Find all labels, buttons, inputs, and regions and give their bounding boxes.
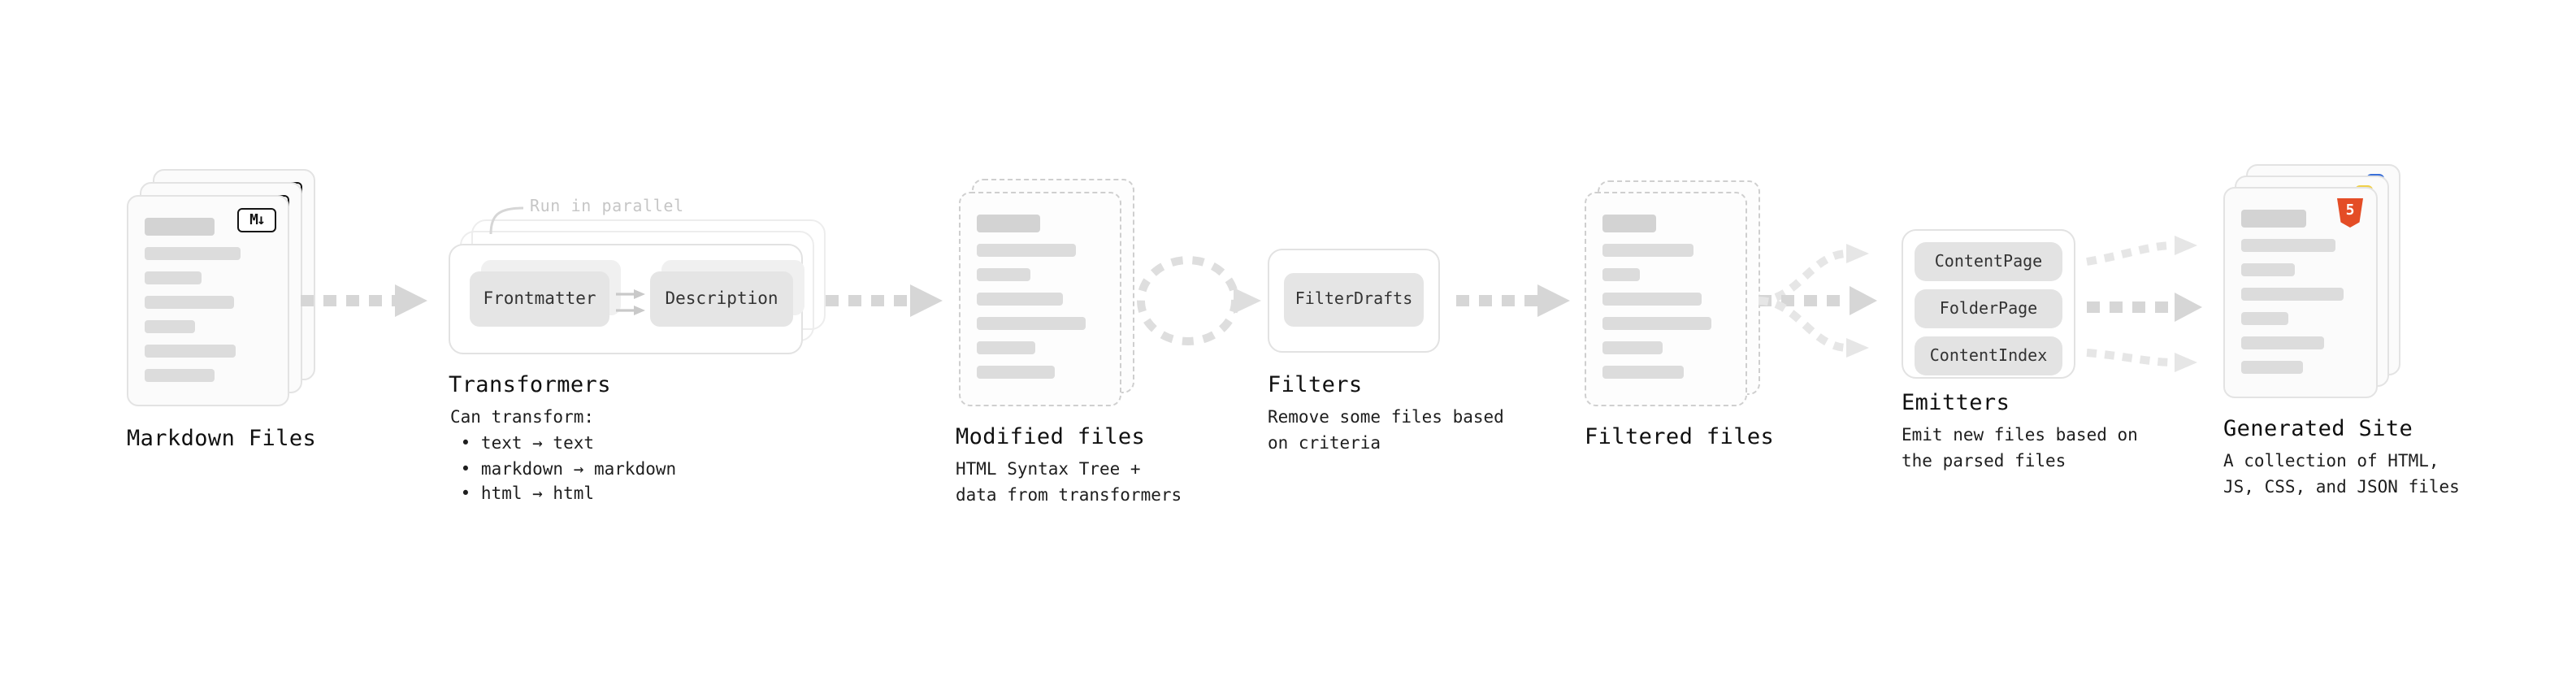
text-line-bar bbox=[145, 320, 196, 333]
text-line-bar bbox=[145, 247, 241, 260]
text-line-bar bbox=[145, 218, 215, 236]
text-line-bar bbox=[1602, 366, 1684, 379]
text-line-bar bbox=[2241, 263, 2295, 276]
doc-text-lines bbox=[128, 197, 288, 398]
text-line-bar bbox=[1602, 215, 1656, 232]
emitter-contentpage-chip: ContentPage bbox=[1915, 242, 2062, 281]
stage-title-emitters: Emitters bbox=[1902, 390, 2010, 416]
text-line-bar bbox=[977, 244, 1076, 257]
stage-desc-emitters: Emit new files based on the parsed files bbox=[1902, 426, 2138, 471]
text-line-bar bbox=[2241, 361, 2303, 374]
text-line-bar bbox=[1602, 268, 1641, 281]
doc-text-lines bbox=[961, 193, 1120, 395]
filter-drafts-chip: FilterDrafts bbox=[1284, 273, 1424, 327]
arrow-filters-to-filtered bbox=[1456, 284, 1570, 317]
text-line-bar bbox=[145, 271, 202, 284]
text-line-bar bbox=[977, 268, 1030, 281]
emitter-folderpage-chip: FolderPage bbox=[1915, 289, 2062, 328]
text-line-bar bbox=[977, 317, 1086, 330]
text-line-bar bbox=[145, 296, 234, 309]
transform-flow-arrows-icon bbox=[616, 289, 645, 315]
text-line-bar bbox=[1602, 244, 1694, 257]
arrow-markdown-to-transformers bbox=[301, 284, 427, 317]
arrows-emitters-to-site bbox=[2086, 236, 2202, 372]
stage-desc-transformers: Can transform: • text → text • markdown … bbox=[450, 408, 677, 505]
modified-doc-card bbox=[959, 192, 1121, 406]
stage-title-modified-files: Modified files bbox=[956, 424, 1146, 450]
text-line-bar bbox=[145, 369, 215, 382]
text-line-bar bbox=[1602, 341, 1663, 354]
stage-title-filters: Filters bbox=[1268, 372, 1363, 398]
arrows-filtered-to-emitters bbox=[1758, 244, 1877, 358]
transformer-description-chip: Description bbox=[650, 271, 793, 327]
annotation-leader-line bbox=[489, 206, 524, 235]
text-line-bar bbox=[2241, 239, 2336, 252]
doc-text-lines bbox=[2225, 189, 2376, 390]
text-line-bar bbox=[1602, 317, 1712, 330]
transformer-frontmatter-chip: Frontmatter bbox=[470, 271, 609, 327]
stage-title-transformers: Transformers bbox=[449, 372, 611, 398]
arrow-transformers-to-modified bbox=[826, 284, 943, 317]
text-line-bar bbox=[977, 341, 1035, 354]
run-in-parallel-label: Run in parallel bbox=[530, 198, 684, 216]
doc-text-lines bbox=[1586, 193, 1746, 395]
markdown-doc-card: M↓ bbox=[127, 195, 289, 406]
stage-title-filtered-files: Filtered files bbox=[1585, 424, 1775, 450]
text-line-bar bbox=[977, 293, 1064, 306]
text-line-bar bbox=[1602, 293, 1702, 306]
filtered-doc-card bbox=[1585, 192, 1747, 406]
text-line-bar bbox=[2241, 312, 2289, 325]
emitter-contentindex-chip: ContentIndex bbox=[1915, 336, 2062, 375]
stage-desc-filters: Remove some files based on criteria bbox=[1268, 408, 1504, 453]
stage-title-markdown-files: Markdown Files bbox=[127, 426, 317, 452]
text-line-bar bbox=[2241, 336, 2325, 349]
site-doc-card: 5 bbox=[2223, 187, 2378, 398]
stage-desc-generated-site: A collection of HTML, JS, CSS, and JSON … bbox=[2223, 452, 2460, 497]
text-line-bar bbox=[2241, 210, 2307, 228]
text-line-bar bbox=[977, 215, 1040, 232]
text-line-bar bbox=[145, 345, 236, 358]
text-line-bar bbox=[2241, 288, 2344, 301]
stage-title-generated-site: Generated Site bbox=[2223, 416, 2413, 442]
arrow-loop-modified-to-filters bbox=[1137, 256, 1261, 345]
markdown-icon: M↓ bbox=[237, 208, 276, 232]
text-line-bar bbox=[977, 366, 1056, 379]
stage-desc-modified-files: HTML Syntax Tree + data from transformer… bbox=[956, 460, 1182, 505]
